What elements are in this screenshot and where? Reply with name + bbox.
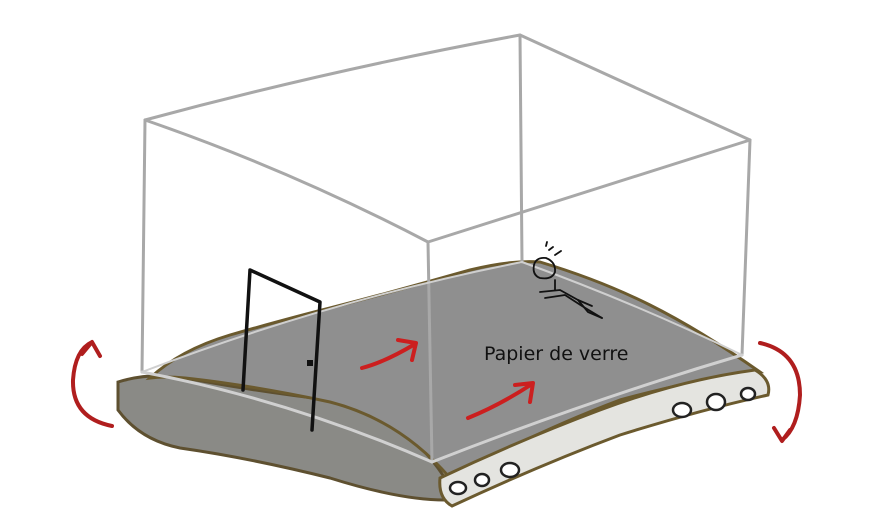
sandpaper-label: Papier de verre (484, 343, 628, 365)
box-bottom-left (140, 370, 434, 464)
roller-hole (739, 386, 757, 402)
box-edge-back (518, 33, 524, 264)
roller-hole (705, 392, 727, 412)
movement-arrow-icon (360, 338, 418, 370)
roller-hole (448, 480, 468, 496)
movement-arrow-icon (466, 381, 535, 420)
box-edge-front (426, 240, 434, 464)
roller-hole (499, 461, 521, 479)
movement-arrows (360, 338, 535, 420)
roller-hole (671, 401, 693, 419)
rotation-arrow-left-icon (70, 340, 114, 428)
rotation-arrows (70, 340, 802, 443)
box-bottom-right (430, 353, 744, 464)
box-edge-right (740, 138, 752, 357)
box-bottom-back-left (141, 261, 523, 373)
box-edge-left (140, 118, 147, 374)
box-top-back (143, 33, 752, 142)
door-icon (241, 268, 322, 432)
rotation-arrow-right-icon (758, 341, 802, 443)
belt-rollers (448, 386, 757, 496)
person-lying-icon (532, 241, 603, 319)
box-top-front (143, 118, 752, 244)
door-handle (307, 360, 313, 366)
roller-hole (473, 472, 491, 488)
box-bottom-back-right (521, 261, 743, 356)
glass-box (140, 33, 752, 464)
